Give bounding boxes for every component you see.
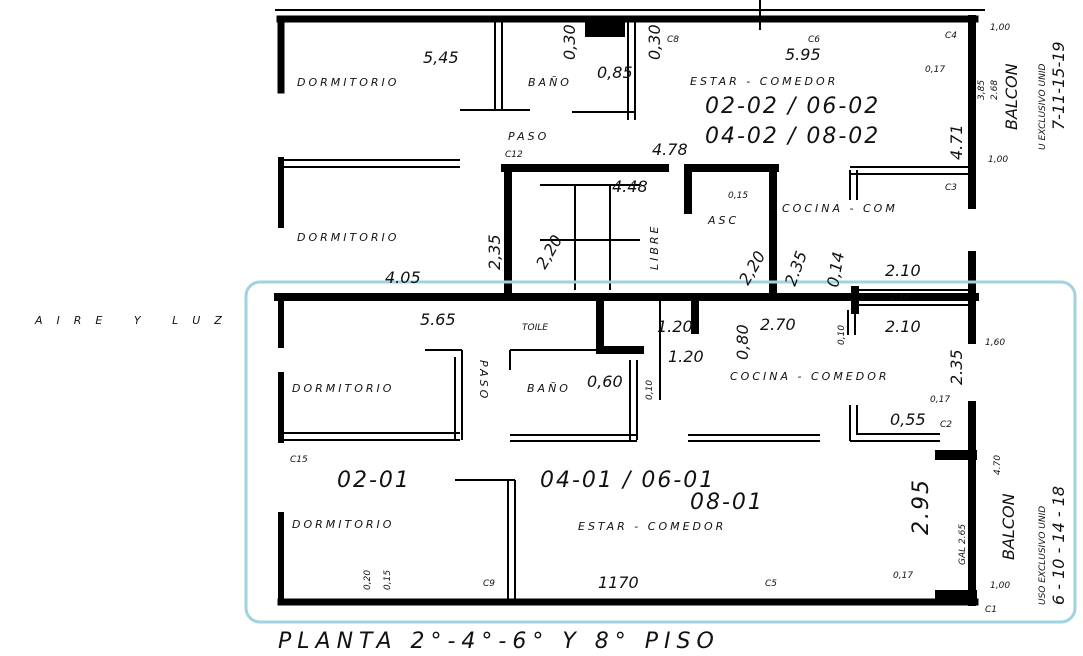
column-label: C3 [945, 183, 957, 193]
exclusive-units: 7-11-15-19 [1049, 41, 1068, 130]
dimension: 4.05 [385, 268, 421, 287]
exclusive-use-label: U EXCLUSIVO UNID [1038, 64, 1048, 150]
balcony-label: BALCON [999, 493, 1018, 560]
column-label: C12 [505, 150, 523, 160]
dimension: 4.78 [652, 140, 688, 159]
dimension: 1,00 [990, 23, 1010, 33]
dimension: 0,80 [733, 324, 752, 360]
dimension: 1.20 [668, 347, 704, 366]
dimension: 0,85 [597, 63, 633, 82]
room-label: BAÑO [528, 76, 572, 89]
dimension: 2.95 [909, 478, 934, 535]
dimension: 5.65 [420, 310, 456, 329]
dimension: 4.71 [947, 124, 966, 160]
dimension: 2.10 [885, 317, 921, 336]
dimension: 0,55 [890, 410, 926, 429]
room-label: DORMITORIO [292, 518, 394, 531]
column-label: C8 [667, 35, 679, 45]
lower-unit: DORMITORIO DORMITORIO BAÑO TOILE PASO CO… [290, 293, 1068, 615]
gallery-label: GAL 2.65 [958, 524, 968, 565]
room-label: ASC [707, 214, 739, 227]
dimension: 2.10 [890, 293, 910, 303]
room-label: BAÑO [527, 382, 571, 395]
column-label: C9 [483, 579, 495, 589]
dimension: 0,10 [837, 325, 847, 345]
room-label: DORMITORIO [297, 231, 399, 244]
column-label: C1 [985, 605, 997, 615]
column-label: C5 [765, 579, 777, 589]
upper-unit: DORMITORIO DORMITORIO BAÑO PASO ESTAR - … [297, 23, 1068, 289]
room-label: DORMITORIO [297, 76, 399, 89]
dimension: 1,00 [988, 155, 1008, 165]
exclusive-use-label: USO EXCLUSIVO UNID [1038, 506, 1048, 605]
dimension: 2.70 [760, 315, 796, 334]
dimension: 1.20 [657, 317, 693, 336]
room-label: COCINA - COM [782, 202, 898, 215]
dimension: 2,35 [485, 234, 504, 270]
unit-code: 02-01 [337, 468, 411, 493]
exclusive-units: 6 - 10 - 14 - 18 [1049, 486, 1068, 605]
unit-codes: 02-02 / 06-02 [705, 94, 880, 119]
dimension: 0,15 [383, 570, 393, 590]
unit-codes: 04-02 / 08-02 [705, 124, 880, 149]
dimension: 1,60 [985, 338, 1005, 348]
unit-codes: 08-01 [690, 490, 764, 515]
room-label: LIBRE [648, 223, 661, 270]
room-label: TOILE [522, 323, 548, 333]
unit-codes: 04-01 / 06-01 [540, 468, 715, 493]
dimension: 0,10 [645, 380, 655, 400]
dimension: 0,30 [560, 24, 579, 60]
air-light-label: AIRE Y LUZ [34, 314, 236, 327]
dimension: 3,85 [977, 80, 987, 100]
dimension: 0,20 [363, 570, 373, 590]
dimension: 1170 [598, 573, 639, 592]
dimension: 0,15 [728, 191, 748, 201]
walls [274, 0, 985, 606]
highlight-box [244, 280, 1077, 624]
dimension: 0,30 [645, 24, 664, 60]
plan-title: PLANTA 2°-4°-6° Y 8° PISO [278, 629, 720, 654]
dimension: 2.10 [885, 261, 921, 280]
column-label: C15 [290, 455, 308, 465]
dimension: 1,00 [990, 581, 1010, 591]
room-label: COCINA - COMEDOR [730, 370, 890, 383]
dimension: 5,45 [423, 48, 459, 67]
dimension: 0,17 [925, 65, 945, 75]
dimension: 2.68 [990, 80, 1000, 100]
dimension: 4.70 [993, 455, 1003, 475]
room-label: ESTAR - COMEDOR [690, 75, 838, 88]
balcony-label: BALCON [1002, 63, 1021, 130]
dimension: 4.48 [612, 177, 648, 196]
room-label: ESTAR - COMEDOR [578, 520, 726, 533]
dimension: 0,17 [930, 395, 950, 405]
column-label: C6 [808, 35, 820, 45]
room-label: DORMITORIO [292, 382, 394, 395]
room-label: PASO [508, 130, 549, 143]
dimension: 2,20 [532, 232, 566, 272]
room-label: PASO [477, 360, 490, 401]
dimension: 0,60 [587, 372, 623, 391]
column-label: C2 [940, 420, 952, 430]
dimension: 5.95 [785, 45, 821, 64]
column-label: C4 [945, 31, 957, 41]
dimension: 0,17 [893, 571, 913, 581]
dimension: 2.35 [947, 349, 966, 385]
